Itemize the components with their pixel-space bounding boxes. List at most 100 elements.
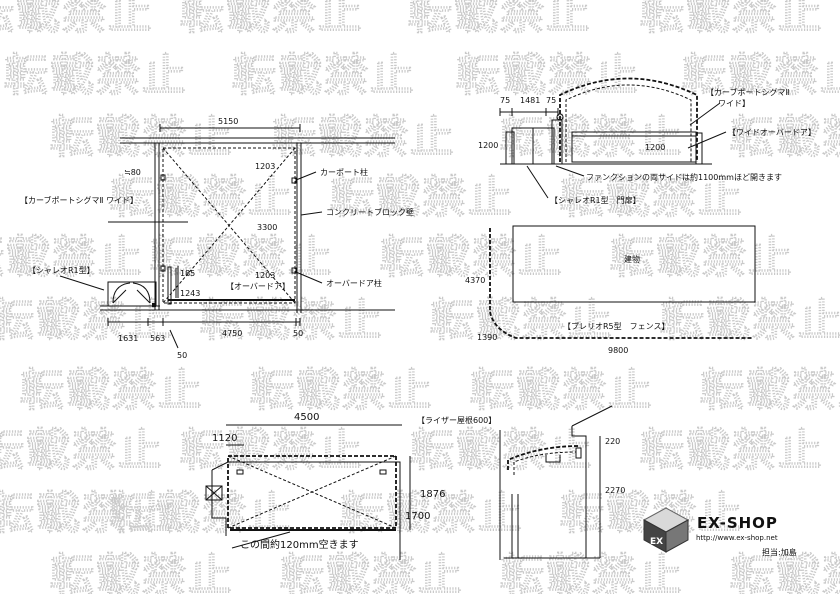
- brand-block: EX EX-SHOP http://www.ex-shop.net 担当:加島: [642, 507, 797, 557]
- site-plan: 建物 4370 1390 9800 【プレリオR5型 フェンス】: [465, 225, 756, 355]
- watermark: 転載禁止: [250, 365, 434, 416]
- watermark: 転載禁止: [0, 488, 174, 539]
- watermark: 転載禁止: [0, 295, 174, 346]
- dim-50-right: 50: [293, 329, 303, 338]
- overdoor-post: [167, 266, 172, 305]
- dim-50-bottom: 50: [177, 351, 187, 360]
- dim-1481: 1481: [520, 96, 540, 105]
- watermark: 転載禁止: [180, 425, 364, 476]
- wall-line: [571, 426, 587, 558]
- label-block-wall: コンクリートブロック壁: [326, 207, 414, 217]
- dim-563: 563: [150, 334, 165, 343]
- label-riser: 【ライザー屋根600】: [417, 415, 496, 425]
- watermark: 転載禁止: [560, 172, 744, 223]
- carport-post: [236, 469, 244, 475]
- dim-4500: 4500: [294, 412, 319, 423]
- building-edge: [211, 470, 227, 536]
- watermark: 転載禁止: [408, 0, 592, 39]
- plan-view: 5150 ≒80 1203: [20, 117, 414, 360]
- leader-line: [59, 275, 105, 291]
- watermark: 転載禁止: [110, 172, 294, 223]
- dim-1390: 1390: [477, 333, 497, 342]
- watermark: 転載禁止: [410, 425, 594, 476]
- watermark: 転載禁止: [700, 365, 840, 416]
- section-view: 【ライザー屋根600】 220 2270: [417, 405, 625, 560]
- dim-1200-right: 1200: [645, 143, 665, 152]
- watermark: 転載禁止: [640, 425, 824, 476]
- gate-frame: [107, 281, 157, 307]
- dim-4370: 4370: [465, 276, 485, 285]
- logo-letters: EX: [650, 537, 663, 547]
- watermark: 転載禁止: [110, 488, 294, 539]
- carport-post: [379, 469, 387, 475]
- label-carport-post: カーポート柱: [320, 167, 368, 177]
- dim-1700: 1700: [405, 511, 430, 522]
- watermark: 転載禁止: [0, 0, 154, 39]
- carport-arch-inner: [565, 84, 692, 162]
- label-carport: 【カーブポートシグマⅡ: [706, 87, 790, 97]
- dim-3300: 3300: [257, 223, 277, 232]
- dim-185: 185: [180, 269, 195, 278]
- watermark: 転載禁止: [640, 0, 824, 39]
- watermark: 転載禁止: [232, 50, 416, 101]
- carport-outline: [227, 455, 397, 529]
- leader-line: [689, 102, 721, 126]
- dim-1243: 1243: [180, 289, 200, 298]
- carport-outline: [162, 147, 296, 304]
- leader-line: [231, 531, 291, 549]
- carport-diagonal: [227, 455, 397, 529]
- dim-220: 220: [605, 437, 620, 446]
- front-elevation: 75 1481 75 1200 1200 【カーブポートシグマⅡ ワイド】 【ワ…: [478, 77, 816, 205]
- dim-5150: 5150: [218, 117, 238, 126]
- gate-leaf: [112, 289, 127, 304]
- logo-cube-right: [665, 519, 689, 553]
- roof-line: [571, 405, 613, 427]
- building-outline: [512, 225, 756, 303]
- leader-line: [295, 271, 323, 284]
- label-gate-pillar: 【シャレオR1型 門扉】: [550, 195, 641, 205]
- brand-name: EX-SHOP: [697, 514, 778, 532]
- watermark: 転載禁止: [50, 550, 234, 594]
- watermark: 転載禁止: [180, 0, 364, 39]
- label-overdoor: 【オーバードア】: [226, 282, 290, 291]
- dim-1876: 1876: [420, 489, 445, 500]
- gate-post: [152, 303, 156, 307]
- gate-swing-arc: [112, 282, 131, 304]
- dim-4750: 4750: [222, 329, 242, 338]
- dim-9800: 9800: [608, 346, 628, 355]
- label-fence: 【プレリオR5型 フェンス】: [563, 322, 670, 331]
- ex-shop-logo: EX: [642, 507, 690, 553]
- watermark: 転載禁止: [380, 232, 564, 283]
- riser-bracket: [575, 447, 582, 459]
- gate-box-cross: [205, 485, 223, 501]
- leader-line: [526, 165, 549, 199]
- fence-line: [489, 228, 752, 339]
- brand-url: http://www.ex-shop.net: [696, 534, 778, 542]
- carport-post: [291, 267, 297, 274]
- leader-line: [687, 131, 727, 149]
- label-carport-cont: ワイド】: [718, 99, 750, 108]
- label-wide-overdoor: 【ワイドオーバードア】: [728, 128, 816, 137]
- watermark: 転載禁止: [330, 172, 514, 223]
- label-overdoor-post: オーバードア柱: [326, 278, 382, 288]
- watermark: 転載禁止: [0, 425, 164, 476]
- carport-arch: [559, 77, 698, 162]
- roof-riser-outline: [507, 445, 581, 470]
- leader-line: [555, 165, 585, 177]
- note-gap-120: この間約120mm空きます: [240, 538, 359, 551]
- note-function-gap: ファンクションの両サイドは約1100mmほど開きます: [586, 172, 782, 182]
- watermark: 転載禁止: [730, 112, 840, 163]
- dim-1120: 1120: [212, 433, 237, 444]
- leader-line: [300, 211, 323, 216]
- dim-75-right: 75: [546, 96, 556, 105]
- watermark: 転載禁止: [280, 550, 464, 594]
- carport-post: [160, 265, 166, 272]
- watermark: 転載禁止: [682, 50, 840, 101]
- watermark: 転載禁止: [4, 50, 188, 101]
- carport-post: [291, 177, 297, 184]
- watermark: 転載禁止: [500, 550, 684, 594]
- watermark: 転載禁止: [0, 232, 144, 283]
- dim-80: ≒80: [124, 168, 141, 177]
- dim-1203-top: 1203: [255, 162, 275, 171]
